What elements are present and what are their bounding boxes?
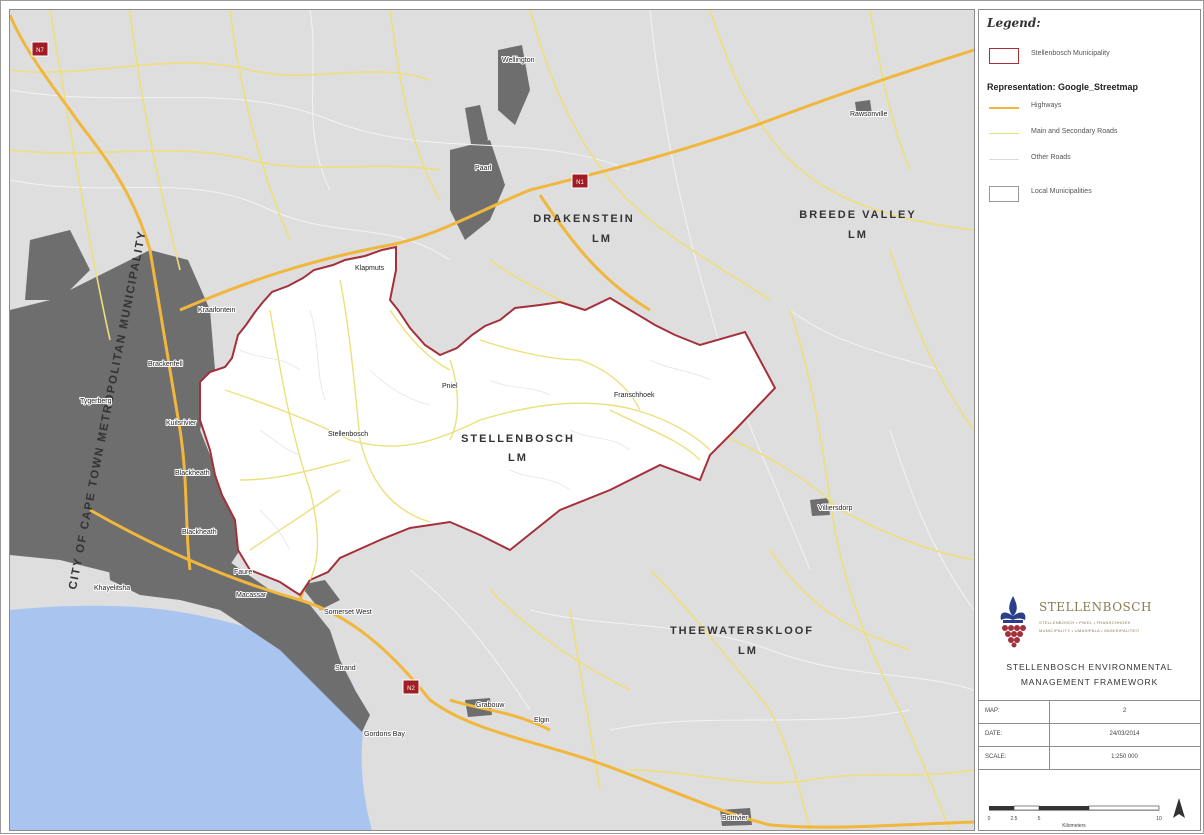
fleur-de-lis-grapes-icon: [1000, 596, 1026, 648]
town-label[interactable]: Brackenfell: [147, 360, 184, 369]
main-roads: [10, 10, 974, 830]
legend-item-main-roads: Main and Secondary Roads: [985, 124, 1195, 144]
scalebar-tick: 10: [1156, 816, 1162, 822]
info-value: 24/03/2014: [1109, 731, 1140, 737]
legend-item-municipality: Stellenbosch Municipality: [985, 46, 1195, 66]
sea: [10, 605, 372, 830]
legend-panel: Legend: Stellenbosch Municipality Repres…: [978, 9, 1201, 831]
scalebar-units: Kilometers: [1062, 823, 1086, 829]
legend-item-local-municipalities: Local Municipalities: [985, 184, 1195, 204]
town-label[interactable]: Tygerberg: [79, 397, 113, 406]
town-label[interactable]: Elgin: [533, 716, 551, 725]
scalebar-graphic: 0 2.5 5 10 Kilometers: [988, 798, 1185, 829]
info-row-scale: SCALE: 1:250 000: [979, 747, 1200, 770]
scalebar: 0 2.5 5 10 Kilometers: [979, 770, 1200, 830]
region-label-theewaterskloof-lm: LM: [738, 645, 758, 657]
town-label[interactable]: Franschhoek: [613, 391, 656, 400]
town-label[interactable]: Blackheath: [181, 528, 218, 537]
map-info-table: MAP: 2 DATE: 24/03/2014 SCALE: 1:250 000: [979, 700, 1200, 770]
other-roads: [10, 10, 974, 731]
scalebar-tick: 2.5: [1011, 816, 1018, 822]
town-label[interactable]: Rawsonville: [849, 110, 888, 119]
info-row-map: MAP: 2: [979, 701, 1200, 724]
legend-title: Legend:: [987, 16, 1041, 30]
legend-label: Stellenbosch Municipality: [1031, 50, 1110, 57]
route-shield-n2: N2: [402, 679, 420, 695]
info-key: SCALE:: [985, 754, 1007, 760]
map-panel[interactable]: N7 N1 N2 CITY OF CAPE TOWN METROPOLITAN …: [9, 9, 975, 831]
municipality-roads: [224, 279, 711, 581]
info-row-date: DATE: 24/03/2014: [979, 724, 1200, 747]
route-shield-n7: N7: [31, 41, 49, 57]
legend-swatch-boundary: [989, 48, 1019, 64]
svg-text:N2: N2: [407, 686, 415, 692]
region-label-breede-valley: BREEDE VALLEY: [799, 209, 916, 221]
region-label-stellenbosch-lm: LM: [508, 452, 528, 464]
legend-swatch-highway: [989, 107, 1019, 109]
svg-text:N1: N1: [576, 180, 584, 186]
legend-representation: Representation: Google_Streetmap: [987, 82, 1139, 92]
north-arrow-icon: [1173, 798, 1185, 818]
town-label[interactable]: Pniel: [441, 382, 459, 391]
urban-areas: [10, 45, 872, 826]
region-label-theewaterskloof: THEEWATERSKLOOF: [670, 625, 814, 637]
town-label[interactable]: Kraaifontein: [197, 306, 236, 315]
town-label[interactable]: Macassar: [235, 591, 268, 600]
town-label[interactable]: Kuilsrivier: [165, 419, 198, 428]
region-label-breede-valley-lm: LM: [848, 229, 868, 241]
info-value: 1:250 000: [1111, 754, 1138, 760]
info-key: DATE:: [985, 731, 1003, 737]
route-shield-n1: N1: [571, 173, 589, 189]
logo-wordmark: STELLENBOSCH: [1039, 600, 1152, 614]
region-label-drakenstein: DRAKENSTEIN: [533, 213, 634, 225]
legend-item-other-roads: Other Roads: [985, 150, 1195, 170]
town-label[interactable]: Wellington: [501, 56, 536, 65]
legend-label: Local Municipalities: [1031, 188, 1092, 195]
legend-label: Highways: [1031, 102, 1062, 109]
town-label[interactable]: Somerset West: [323, 608, 373, 617]
town-label[interactable]: Villiersdorp: [817, 504, 854, 513]
scalebar-tick: 0: [988, 816, 991, 822]
town-label[interactable]: Strand: [334, 664, 357, 673]
scalebar-tick: 5: [1038, 816, 1041, 822]
municipality-minor-roads: [239, 309, 711, 551]
framework-title: STELLENBOSCH ENVIRONMENTAL MANAGEMENT FR…: [1006, 662, 1173, 687]
info-key: MAP:: [985, 708, 1000, 714]
stellenbosch-municipality[interactable]: [199, 245, 777, 597]
region-label-drakenstein-lm: LM: [592, 233, 612, 245]
town-label[interactable]: Gordons Bay: [363, 730, 406, 739]
legend-swatch-local-municipality: [989, 186, 1019, 202]
legend-item-highways: Highways: [985, 98, 1195, 118]
map-canvas: N7 N1 N2 CITY OF CAPE TOWN METROPOLITAN …: [10, 10, 974, 830]
town-label[interactable]: Klapmuts: [354, 264, 386, 273]
logo-tagline-2: MUNICIPALITY • UMASIPALA • MUNISIPALITEI…: [1039, 628, 1140, 633]
town-label[interactable]: Faure: [233, 568, 253, 577]
logo-tagline: STELLENBOSCH • PNIEL • FRANSCHHOEK: [1039, 620, 1131, 625]
legend-label: Other Roads: [1031, 154, 1071, 161]
town-label[interactable]: Botrivier: [721, 814, 749, 823]
town-label[interactable]: Khayelitsha: [93, 584, 131, 593]
town-label[interactable]: Paarl: [474, 164, 493, 173]
town-label[interactable]: Grabouw: [475, 701, 506, 710]
legend-label: Main and Secondary Roads: [1031, 128, 1118, 135]
town-label[interactable]: Stellenbosch: [327, 430, 369, 439]
legend-swatch-other-road: [989, 159, 1019, 160]
stellenbosch-logo: STELLENBOSCH STELLENBOSCH • PNIEL • FRAN…: [979, 588, 1200, 648]
highways: [10, 14, 974, 829]
town-label[interactable]: Blackheath: [174, 469, 211, 478]
svg-text:N7: N7: [36, 48, 44, 54]
legend-swatch-main-road: [989, 133, 1019, 134]
info-value: 2: [1122, 708, 1127, 714]
region-label-stellenbosch: STELLENBOSCH: [461, 433, 575, 445]
